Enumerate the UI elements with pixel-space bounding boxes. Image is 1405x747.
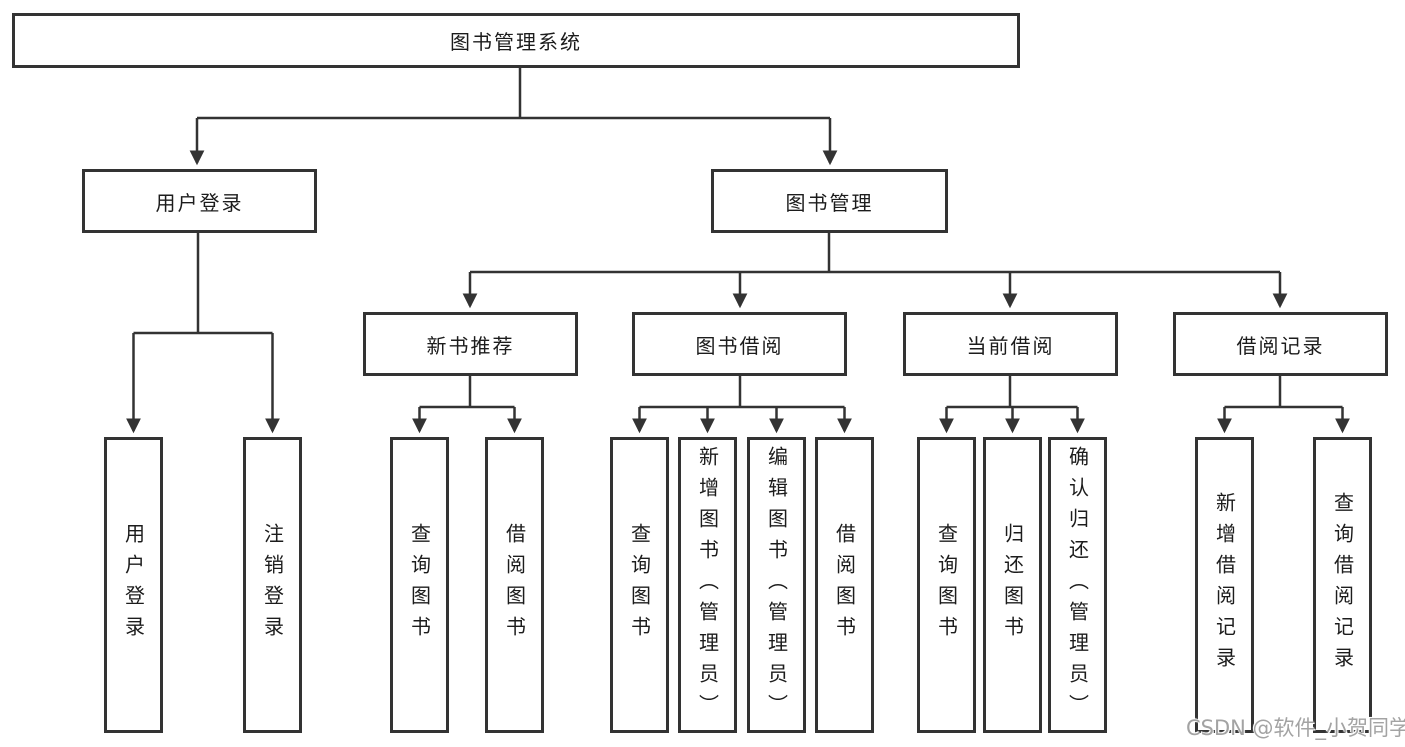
- edges-leaf-connectors: [412, 376, 1350, 434]
- csdn-watermark: CSDN @软件_小贺同学: [1186, 716, 1405, 740]
- node-book-borrow: 图书借阅: [632, 312, 847, 376]
- node-borrow-records-label: 借阅记录: [1236, 333, 1325, 358]
- leaf-add-borrow-record: 新增借阅记录: [1195, 437, 1254, 733]
- leaf-query-books-recommend: 查询图书: [390, 437, 449, 733]
- node-borrow-records: 借阅记录: [1173, 312, 1388, 376]
- node-current-borrow: 当前借阅: [903, 312, 1118, 376]
- leaf-edit-books-admin-label: 编辑图书（管理员）: [764, 445, 789, 725]
- leaf-query-books-current: 查询图书: [917, 437, 976, 733]
- leaf-logout-label: 注销登录: [260, 523, 285, 647]
- node-root: 图书管理系统: [12, 13, 1020, 68]
- node-book-management-label: 图书管理: [785, 190, 874, 215]
- node-user-login: 用户登录: [82, 169, 317, 233]
- leaf-return-books-label: 归还图书: [1000, 523, 1025, 647]
- leaf-query-borrow-record-label: 查询借阅记录: [1330, 492, 1355, 678]
- edges-user-login-children: [126, 233, 280, 434]
- leaf-query-borrow-record: 查询借阅记录: [1313, 437, 1372, 733]
- edges-root-to-branches: [189, 68, 838, 166]
- leaf-edit-books-admin: 编辑图书（管理员）: [747, 437, 806, 733]
- leaf-borrow-books-label: 借阅图书: [832, 523, 857, 647]
- leaf-query-books-borrow-label: 查询图书: [627, 523, 652, 647]
- leaf-user-login: 用户登录: [104, 437, 163, 733]
- node-new-book-recommend-label: 新书推荐: [426, 333, 515, 358]
- leaf-borrow-books-recommend: 借阅图书: [485, 437, 544, 733]
- edges-book-mgmt-children: [462, 233, 1288, 309]
- leaf-query-books-current-label: 查询图书: [934, 523, 959, 647]
- leaf-borrow-books: 借阅图书: [815, 437, 874, 733]
- node-book-management: 图书管理: [711, 169, 948, 233]
- node-root-label: 图书管理系统: [450, 30, 582, 54]
- leaf-add-books-admin: 新增图书（管理员）: [678, 437, 737, 733]
- leaf-add-borrow-record-label: 新增借阅记录: [1212, 492, 1237, 678]
- leaf-query-books-borrow: 查询图书: [610, 437, 669, 733]
- leaf-confirm-return-admin: 确认归还（管理员）: [1048, 437, 1107, 733]
- node-new-book-recommend: 新书推荐: [363, 312, 578, 376]
- leaf-confirm-return-admin-label: 确认归还（管理员）: [1065, 445, 1090, 725]
- node-current-borrow-label: 当前借阅: [966, 333, 1055, 358]
- leaf-return-books: 归还图书: [983, 437, 1042, 733]
- node-book-borrow-label: 图书借阅: [695, 333, 784, 358]
- node-user-login-label: 用户登录: [155, 190, 244, 215]
- leaf-logout: 注销登录: [243, 437, 302, 733]
- leaf-user-login-label: 用户登录: [121, 523, 146, 647]
- leaf-borrow-books-recommend-label: 借阅图书: [502, 523, 527, 647]
- leaf-add-books-admin-label: 新增图书（管理员）: [695, 445, 720, 725]
- leaf-query-books-recommend-label: 查询图书: [407, 523, 432, 647]
